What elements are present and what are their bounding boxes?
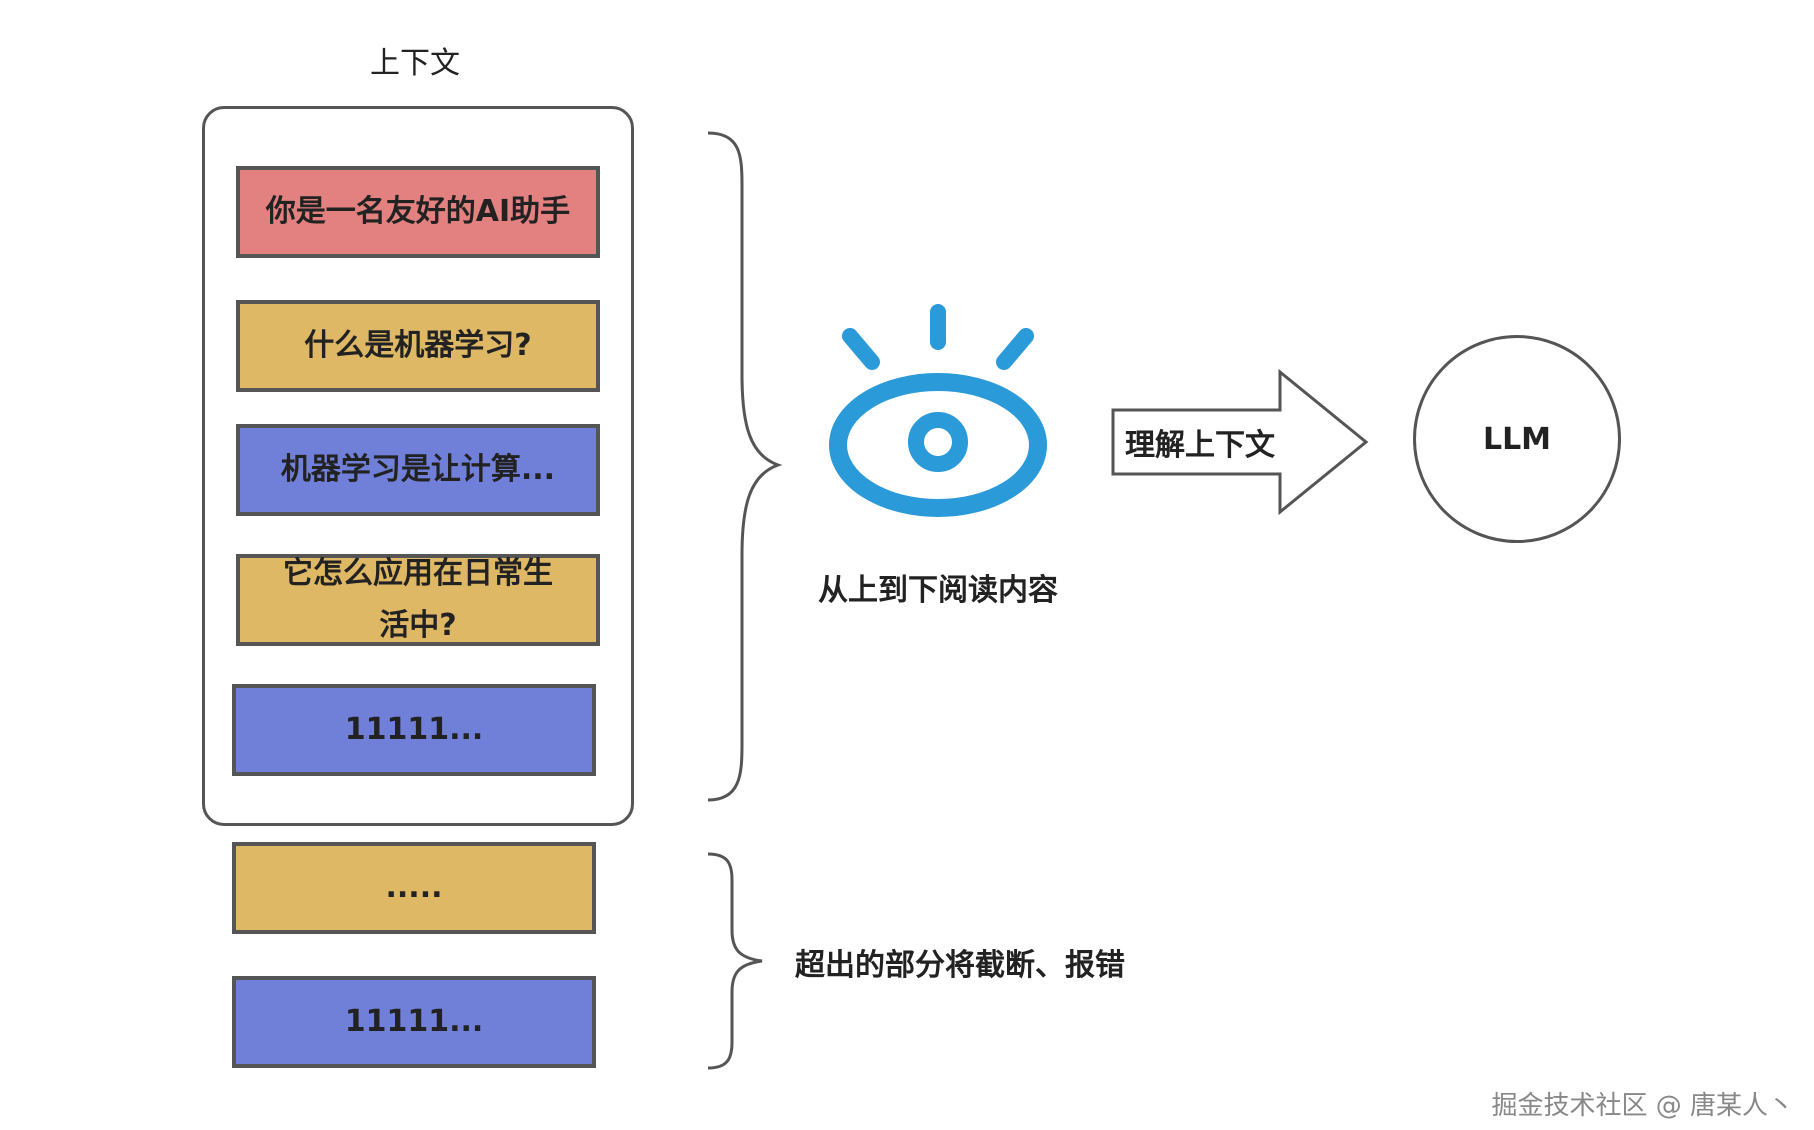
overflow-brace <box>707 852 763 1070</box>
message-system: 你是一名友好的AI助手 <box>236 166 600 258</box>
message-assistant-answer: 机器学习是让计算... <box>236 424 600 516</box>
message-user-followup: 它怎么应用在日常生活中? <box>236 554 600 646</box>
llm-node: LLM <box>1413 335 1621 543</box>
overflow-caption: 超出的部分将截断、报错 <box>795 948 1125 983</box>
arrow-label: 理解上下文 <box>1125 428 1275 463</box>
eye-icon <box>829 304 1047 517</box>
context-title: 上下文 <box>370 46 460 81</box>
watermark: 掘金技术社区 @ 唐某人丶 <box>1491 1091 1794 1121</box>
message-truncated-tail: 11111... <box>232 684 596 776</box>
right-arrow-icon <box>1111 368 1369 516</box>
overflow-message-ellipsis: ..... <box>232 842 596 934</box>
message-user-question: 什么是机器学习? <box>236 300 600 392</box>
context-brace <box>707 131 783 802</box>
eye-caption: 从上到下阅读内容 <box>818 573 1058 608</box>
overflow-message-tail: 11111... <box>232 976 596 1068</box>
context-window <box>202 106 634 826</box>
